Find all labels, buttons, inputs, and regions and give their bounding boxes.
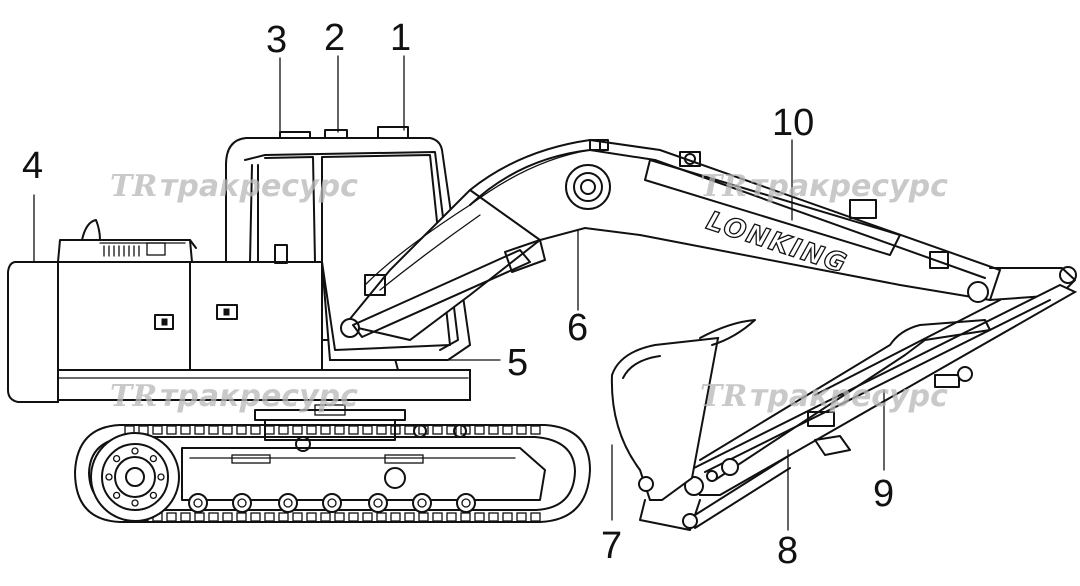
svg-text:тракресурс: тракресурс <box>750 379 948 414</box>
leader-lines <box>33 55 885 531</box>
callout-9: 9 <box>873 473 894 515</box>
boom <box>340 138 1077 342</box>
bucket <box>610 319 791 531</box>
svg-text:TR: TR <box>700 169 747 204</box>
callout-8: 8 <box>777 530 798 572</box>
svg-text:тракресурс: тракресурс <box>750 169 948 204</box>
svg-text:TR: TR <box>110 169 157 204</box>
svg-text:тракресурс: тракресурс <box>160 379 358 414</box>
watermark-bottom-right: TR тракресурс <box>700 379 948 414</box>
track-assembly <box>74 424 591 523</box>
callout-6: 6 <box>567 307 588 349</box>
drive-sprocket <box>90 432 180 522</box>
callout-4: 4 <box>22 145 43 187</box>
svg-text:TR: TR <box>700 379 747 414</box>
watermark-top-left: TR тракресурс <box>110 169 358 204</box>
swing-bearing <box>254 404 406 452</box>
callout-2: 2 <box>324 17 345 59</box>
callout-7: 7 <box>601 525 622 567</box>
callout-5: 5 <box>507 342 528 384</box>
watermark-top-right: TR тракресурс <box>700 169 948 204</box>
callout-1: 1 <box>390 17 411 59</box>
callout-10: 10 <box>772 102 814 144</box>
callout-3: 3 <box>266 19 287 61</box>
svg-text:TR: TR <box>110 379 157 414</box>
watermark-bottom-left: TR тракресурс <box>110 379 358 414</box>
arm <box>684 283 1078 496</box>
svg-text:тракресурс: тракресурс <box>160 169 358 204</box>
